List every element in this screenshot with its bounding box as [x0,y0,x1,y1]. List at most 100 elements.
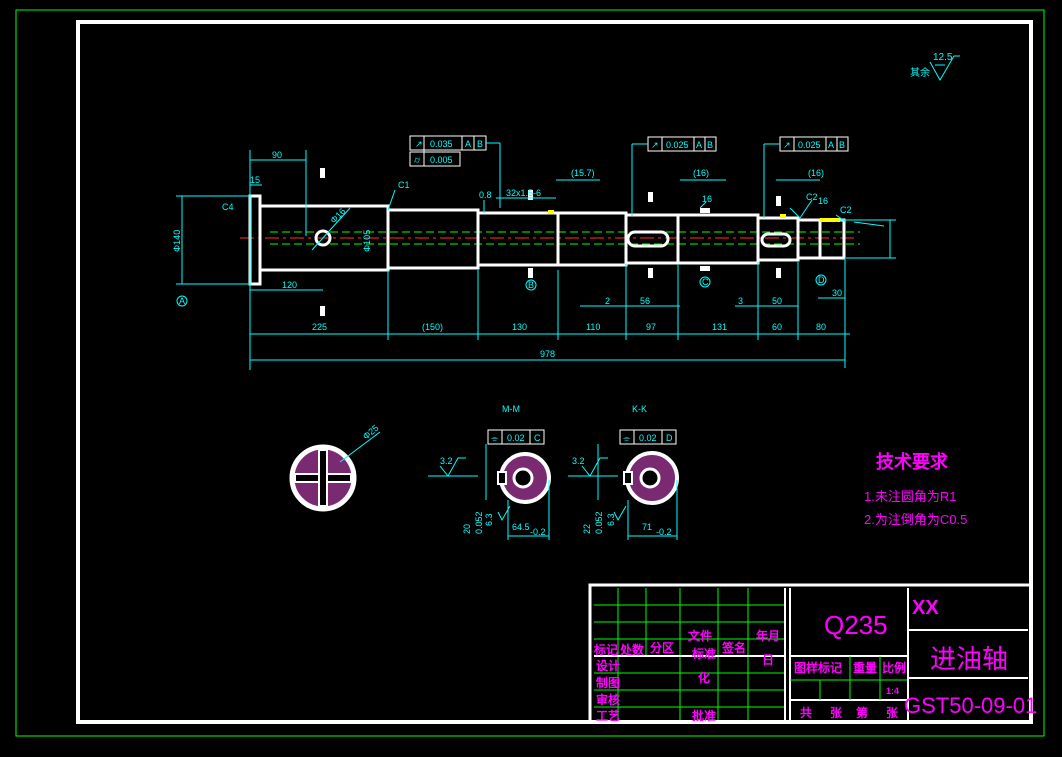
svg-text:↗: ↗ [415,139,423,149]
tb-approve: 批准 [692,708,716,723]
roughness-label: 其余 [910,66,930,79]
tb-total: 共 [800,705,812,720]
tol-4-datum-b: B [839,140,845,150]
kk-r63: 6.3 [606,513,616,526]
svg-text:↗: ↗ [651,140,659,150]
roughness-symbol: 12.5 其余 [910,52,960,82]
kk-r32: 3.2 [572,456,585,466]
tol-1-datum-b: B [477,139,483,149]
inner-border [76,20,1033,724]
tol-1-value: 0.035 [430,139,453,149]
tolerance-frame-3: ↗ 0.025 A B [763,136,849,218]
dim-225: 225 [312,322,327,332]
svg-text:⌯: ⌯ [623,433,631,443]
dim-phi16: Φ16 [328,206,347,225]
section-mm: M-M ⌯ 0.02 C 3.2 20 0.052 6.3 64.5 -0.2 [428,404,551,540]
tb-h-mark: 标记 [593,642,618,657]
dim-978: 978 [540,349,555,359]
tb-scale: 比例 [882,660,906,675]
datum-d: D [818,275,825,285]
mm-tol: -0.2 [530,527,546,537]
dim-c2: C2 [806,192,818,202]
title-block: Q235 XX 进油轴 GST50-09-01 标记 处数 分区 文件 签名 年… [588,583,1037,724]
tb-check: 审核 [596,692,620,707]
tol-3-datum-a: A [696,140,702,150]
dim-thread: 32x1.5-6 [506,188,541,198]
kk-datum: D [666,433,673,443]
tb-no: 第 [856,705,868,720]
tech-line-2: 2.为注倒角为C0.5 [864,512,967,527]
tb-sheet: 张 [830,705,843,720]
kk-title: K-K [632,404,647,414]
tol-1-datum-a: A [465,139,471,149]
dim-56: 56 [640,296,650,306]
tb-design: 设计 [596,658,620,673]
tech-line-1: 1.未注圆角为R1 [864,489,956,504]
tb-drawing: 制图 [596,675,620,690]
datum-markers: A B C D [176,274,827,307]
kk-flat: 0.02 [639,433,657,443]
dim-157: (15.7) [571,168,595,178]
svg-text:⌯: ⌯ [491,433,499,443]
svg-text:0.052: 0.052 [594,511,604,534]
tb-h-date: 年月 [756,628,780,643]
end-view: Φ25 [289,423,380,512]
tb-drawing-no: GST50-09-01 [904,693,1037,718]
tol-4-value: 0.025 [798,140,821,150]
dim-120: 120 [282,280,297,290]
roughness-value: 12.5 [933,52,953,63]
tb-material: Q235 [824,610,888,640]
tb-part-name: 进油轴 [930,644,1008,674]
tolerance-frame-1: ↗ 0.035 A B ⌭ 0.005 [409,135,501,208]
dim-2: 2 [605,296,610,306]
datum-c: C [702,277,709,287]
tb-std2: 化 [698,670,710,685]
tb-process: 工艺 [596,708,620,723]
svg-text:⌭: ⌭ [414,155,421,165]
datum-b: B [528,280,534,290]
dim-r16b: 16 [818,196,828,206]
dim-150: (150) [422,322,443,332]
dim-3: 3 [738,296,743,306]
tb-stage: 图样标记 [794,660,842,675]
mm-r32: 3.2 [440,456,453,466]
tolerance-frame-2: ↗ 0.025 A B [631,136,717,216]
tb-company: XX [912,597,939,619]
dim-r16a: 16 [702,194,712,204]
dim-97: 97 [646,322,656,332]
tol-3-datum-b: B [707,140,713,150]
svg-text:0.052: 0.052 [474,511,484,534]
tb-sheet2: 张 [886,705,899,720]
mm-flat: 0.02 [507,433,525,443]
dim-131: 131 [712,322,727,332]
tb-weight: 重量 [853,660,877,675]
section-kk: K-K ⌯ 0.02 D 3.2 22 0.052 6.3 71 -0.2 [568,404,679,540]
dim-80: 80 [816,322,826,332]
kk-dim-a: 22 [582,524,592,534]
dim-08: 0.8 [479,190,492,200]
dim-phi105: Φ105 [362,230,372,252]
dimension-texts: 90 15 C4 C1 0.8 32x1.5-6 (15.7) (16) (16… [172,150,852,359]
datum-a: A [179,296,185,306]
mm-dim-a: 20 [462,524,472,534]
tol-3-value: 0.025 [666,140,689,150]
tol-2-value: 0.005 [430,155,453,165]
dim-16b: (16) [808,168,824,178]
kk-dim-b: 71 [642,522,652,532]
tb-h-count: 处数 [619,642,645,657]
outer-border [15,9,1045,737]
mm-dim-b: 64.5 [512,522,530,532]
dim-50: 50 [772,296,782,306]
tech-title: 技术要求 [876,451,949,472]
kk-tol: -0.2 [656,527,672,537]
tol-4-datum-a: A [828,140,834,150]
tb-h-file: 文件 [688,628,712,643]
mm-r63: 6.3 [484,513,494,526]
dim-c1: C1 [398,180,410,190]
mm-title: M-M [502,404,520,414]
dim-phi140: Φ140 [172,230,182,252]
dim-90: 90 [272,150,282,160]
dim-c2b: C2 [840,205,852,215]
tb-h-sign: 签名 [721,640,746,655]
dim-30: 30 [832,288,842,298]
